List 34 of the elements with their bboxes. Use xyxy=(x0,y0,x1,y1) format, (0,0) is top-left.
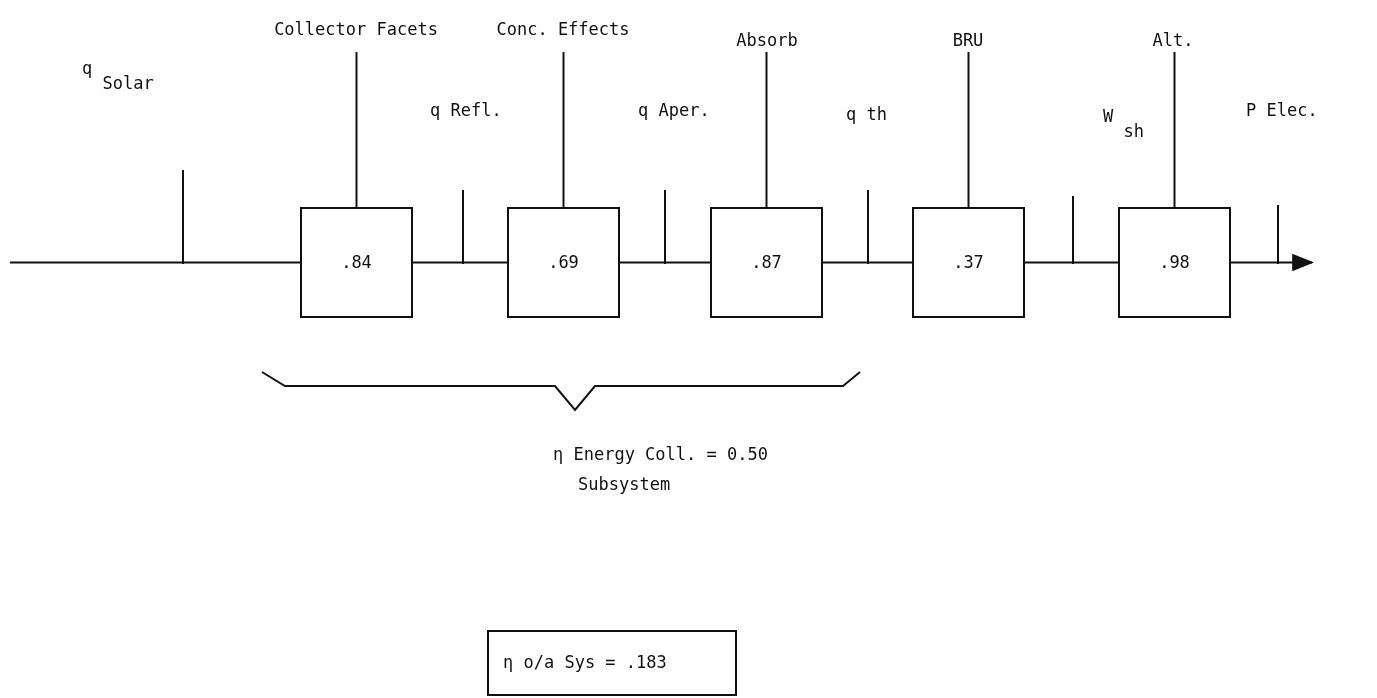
efficiency-value: .87 xyxy=(751,251,782,274)
efficiency-value: .98 xyxy=(1159,251,1190,274)
signal-label: q Refl. xyxy=(430,100,502,121)
connector-line xyxy=(1024,261,1119,264)
component-label: BRU xyxy=(952,29,984,51)
connector-line xyxy=(765,51,768,208)
efficiency-box xyxy=(1118,207,1231,318)
efficiency-value: .69 xyxy=(548,251,579,274)
signal-label: q Aper. xyxy=(638,100,710,121)
efficiency-value: η o/a Sys = .183 xyxy=(503,652,667,674)
efficiency-box xyxy=(507,207,620,318)
efficiency-value: .37 xyxy=(953,251,984,274)
connector-line xyxy=(412,261,508,264)
subsystem-efficiency-label: Subsystem xyxy=(578,474,671,495)
efficiency-box xyxy=(912,207,1025,318)
connector-line xyxy=(619,261,711,264)
connector-line xyxy=(967,51,970,208)
connector-line xyxy=(822,261,913,264)
signal-label: P Elec. xyxy=(1246,100,1318,121)
connector-line xyxy=(9,261,301,264)
efficiency-box xyxy=(487,630,737,696)
subsystem-efficiency-label: η Energy Coll. = 0.50 xyxy=(553,444,768,465)
connector-line xyxy=(1173,51,1176,208)
efficiency-box xyxy=(300,207,413,318)
component-label: Collector Facets xyxy=(274,18,438,40)
signal-label: q th xyxy=(846,104,887,125)
component-label: Conc. Effects xyxy=(496,18,630,40)
arrow xyxy=(1230,253,1315,272)
efficiency-value: .84 xyxy=(341,251,372,274)
component-label: Absorb xyxy=(736,29,798,51)
connector-line xyxy=(355,51,358,208)
connector-line xyxy=(562,51,565,208)
efficiency-box xyxy=(710,207,823,318)
component-label: Alt. xyxy=(1152,29,1194,51)
